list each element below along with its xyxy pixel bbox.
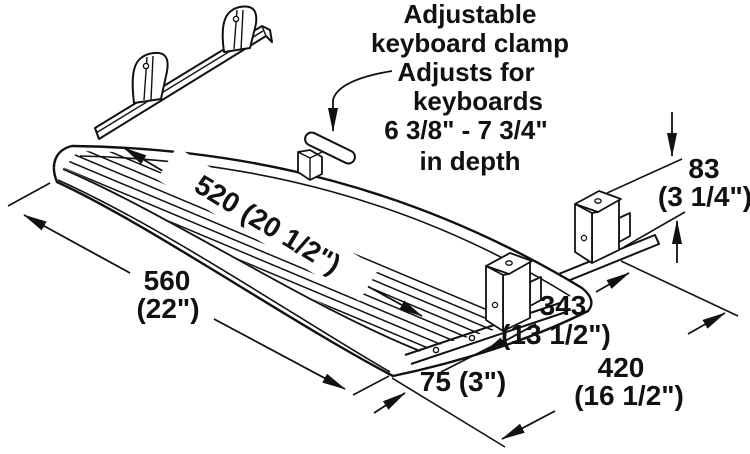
dim-label-bracket-height: 83 <box>688 153 719 184</box>
dim-420: 420 (16 1/2") <box>391 260 739 448</box>
dim-label-overall-width-imperial: (22") <box>136 293 199 324</box>
callout-text: Adjustable keyboard clamp Adjusts for ke… <box>371 0 569 176</box>
mounting-hook-icon <box>221 5 258 53</box>
dim-560: 560 (22") <box>7 182 390 396</box>
callout-line-3: Adjusts for <box>397 57 534 87</box>
dim-label-bracket-spacing-imperial: (13 1/2") <box>501 319 611 350</box>
dim-label-bracket-height-imperial: (3 1/4") <box>658 181 750 212</box>
dim-83: 83 (3 1/4") <box>606 112 750 263</box>
mounting-bracket-front <box>485 252 542 332</box>
mounting-bracket-rear <box>574 190 631 264</box>
rear-mounting-rail <box>94 5 273 140</box>
callout-line-6: in depth <box>419 146 520 176</box>
dim-label-bracket-spacing: 343 <box>540 290 587 321</box>
callout-leader-arrow <box>327 70 393 132</box>
dim-label-rail-length: 420 <box>598 352 645 383</box>
dim-75: 75 (3") <box>373 366 506 414</box>
dim-343: 343 (13 1/2") <box>440 272 630 373</box>
keyboard-clamp <box>297 131 356 181</box>
dim-label-rail-length-imperial: (16 1/2") <box>574 380 684 411</box>
callout-line-5: 6 3/8" - 7 3/4" <box>384 115 547 145</box>
callout-line-1: Adjustable <box>404 0 537 29</box>
dim-label-front-offset: 75 (3") <box>420 366 506 397</box>
callout-line-4: keyboards <box>413 86 543 116</box>
mounting-hook-icon <box>131 51 169 104</box>
dim-label-overall-width: 560 <box>144 265 191 296</box>
callout-line-2: keyboard clamp <box>371 28 569 58</box>
